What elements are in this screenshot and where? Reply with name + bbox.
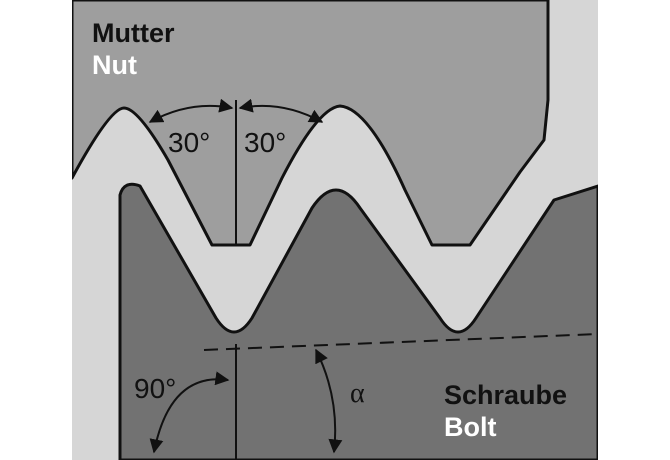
bolt-label-en: Bolt [444,412,496,442]
bolt-label-de: Schraube [444,380,567,410]
nut-label-en: Nut [92,50,137,80]
flank-angle-left-label: 30° [168,127,210,158]
helix-angle-label: α [350,378,365,409]
right-angle-label: 90° [134,373,176,404]
right-angle-arc [149,371,230,454]
helix-angle-arrow [315,348,343,454]
nut-label-de: Mutter [92,18,175,48]
flank-angle-arc-left [148,98,234,123]
flank-angle-arc-right [238,98,324,123]
bolt-body [118,182,598,460]
flank-angle-right-label: 30° [244,127,286,158]
